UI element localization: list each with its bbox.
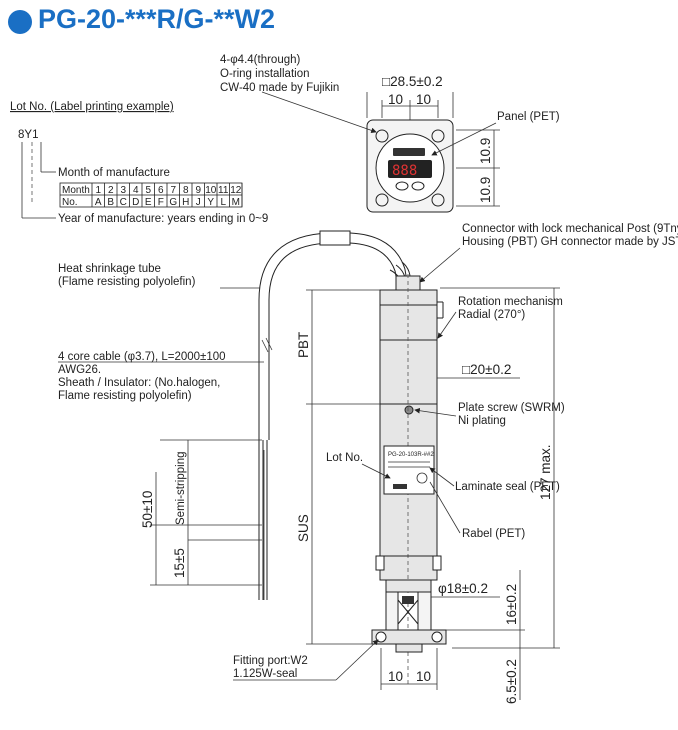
connector-line1: Connector with lock mechanical Post (9Tn… [462,223,678,235]
month-code-cell: H [182,197,189,208]
heat-shrink-line2: (Flame resisting polyolefin) [58,276,196,288]
lot-example: 8Y1 [18,129,38,141]
month-code-cell: C [120,197,127,208]
month-cell: 11 [218,185,229,196]
title-bullet-icon [8,10,32,34]
connector-line2: Housing (PBT) GH connector made by JST [462,236,678,248]
mount-hole [431,193,445,207]
month-cell: 5 [145,185,151,196]
bottom-left-dim: 10 [388,669,403,684]
cable: Heat shrinkage tube (Flame resisting pol… [58,230,411,600]
svg-text:888: 888 [392,163,417,179]
bottom-right-dim: 10 [416,669,431,684]
month-cell: 6 [158,185,164,196]
plate-screw-line2: Ni plating [458,415,506,427]
month-label: Month of manufacture [58,167,170,179]
month-code-cell: E [145,197,152,208]
month-cell: 2 [108,185,114,196]
month-cell: 8 [183,185,189,196]
panel-indicator [393,148,425,156]
dim-16: 16±0.2 [504,584,519,625]
lot-block: Lot No. (Label printing example) 8Y1 Mon… [10,101,268,225]
pbt-label: PBT [296,332,311,358]
dim-65: 6.5±0.2 [504,659,519,704]
square20-dim: □20±0.2 [462,362,511,377]
hole-note-line1: 4-φ4.4(through) [220,54,301,66]
sus-label: SUS [296,514,311,542]
rotation-line1: Rotation mechanism [458,296,563,308]
main-body: Connector with lock mechanical Post (9Tn… [233,223,678,704]
mount-hole [375,193,389,207]
month-code-cell: L [220,197,226,208]
month-cell: 4 [133,185,139,196]
month-table-head: Month [62,185,90,196]
top-half-left: 10 [388,92,403,107]
month-table-row-label: No. [62,197,78,208]
mount-hole [431,129,445,143]
panel-display [388,160,432,178]
month-code-cell: G [169,197,177,208]
month-code-cell: J [196,197,201,208]
dim-15: 15±5 [172,548,187,578]
lot-no-label: Lot No. [326,452,363,464]
heat-shrink-line1: Heat shrinkage tube [58,263,161,275]
top-half-height-bottom: 10.9 [478,177,493,203]
phi18-dim: φ18±0.2 [438,581,488,596]
month-cell: 12 [230,185,242,196]
year-label: Year of manufacture: years ending in 0~9 [58,213,268,225]
top-half-right: 10 [416,92,431,107]
month-cell: 9 [195,185,201,196]
semi-strip-label: Semi-stripping [175,452,187,526]
mount-hole [375,129,389,143]
panel-label: Panel (PET) [497,111,560,123]
month-code-cell: B [107,197,114,208]
month-cell: 3 [120,185,126,196]
core-cable-line4: Flame resisting polyolefin) [58,390,192,402]
panel-button [395,181,409,191]
max-127: 127 max. [538,444,553,500]
month-code-cell: D [132,197,139,208]
plate-screw-line1: Plate screw (SWRM) [458,402,565,414]
month-code-cell: A [95,197,102,208]
month-code-cell: Y [207,197,214,208]
product-label [383,445,435,495]
label-model: PG-20-103R-##2 [388,452,434,458]
top-half-height-top: 10.9 [478,138,493,164]
square-dim: □28.5±0.2 [382,74,443,89]
month-code-cell: F [158,197,164,208]
dim-50: 50±10 [140,491,155,528]
month-code-cell: M [232,197,240,208]
hole-note-line3: CW-40 made by Fujikin [220,82,339,94]
page-title: PG-20-***R/G-**W2 [38,4,276,34]
core-cable-line2: AWG26. [58,364,101,376]
lot-heading: Lot No. (Label printing example) [10,101,174,113]
month-cell: 7 [170,185,176,196]
top-view: 4-φ4.4(through) O-ring installation CW-4… [220,54,560,213]
panel-button [411,181,425,191]
fitting-line2: 1.125W-seal [233,668,297,680]
rotation-line2: Radial (270°) [458,309,525,321]
month-cell: 10 [205,185,217,196]
core-cable-line1: 4 core cable (φ3.7), L=2000±100 [58,351,226,363]
rotation-block [379,289,438,341]
rabel-label: Rabel (PET) [462,528,525,540]
core-cable-line3: Sheath / Insulator: (No.halogen, [58,377,220,389]
fitting-line1: Fitting port:W2 [233,655,308,667]
hole-note-line2: O-ring installation [220,68,309,80]
month-cell: 1 [95,185,101,196]
laminate-label: Laminate seal (PET) [455,481,560,493]
